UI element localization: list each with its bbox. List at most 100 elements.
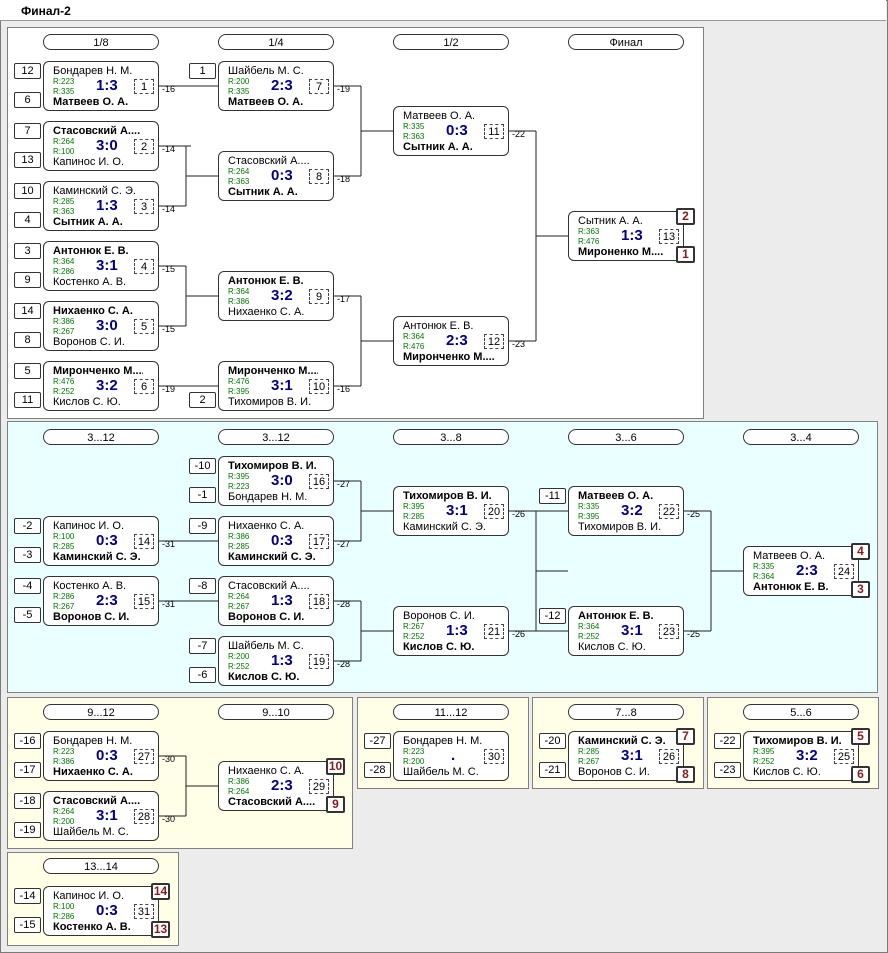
seed-top[interactable]: -27 — [364, 733, 391, 749]
round-label-1-4: 1/4 — [218, 34, 334, 50]
match-number: 22 — [659, 504, 679, 519]
seed-bottom[interactable]: -23 — [714, 762, 741, 778]
seed-bottom[interactable]: 9 — [14, 272, 41, 288]
round-label-3-12-b: 3...12 — [218, 429, 334, 445]
seed-top[interactable]: -16 — [14, 733, 41, 749]
seed-bottom[interactable]: -17 — [14, 762, 41, 778]
seed-bottom[interactable]: -3 — [14, 547, 41, 563]
seed-bottom[interactable]: 8 — [14, 332, 41, 348]
seed-bottom[interactable]: -1 — [189, 487, 216, 503]
player-bottom: Сытник А. А. — [228, 186, 298, 198]
round-label-1-8: 1/8 — [43, 34, 159, 50]
rating-bottom: R:395 — [578, 512, 600, 521]
seed-top[interactable]: -12 — [539, 608, 566, 624]
seed-top[interactable]: -18 — [14, 793, 41, 809]
seed-bottom[interactable]: -28 — [364, 762, 391, 778]
seed-top[interactable]: -22 — [714, 733, 741, 749]
loser-label: -15 — [162, 264, 176, 274]
player-top: Тихомиров В. И. — [403, 490, 492, 502]
seed-top[interactable]: 7 — [14, 123, 41, 139]
seed-top[interactable]: -9 — [189, 518, 216, 534]
match-score: 3:2 — [796, 747, 818, 764]
player-top: Стасовский А.... — [228, 155, 310, 167]
seed-top[interactable]: 10 — [14, 183, 41, 199]
seed-bottom[interactable]: 13 — [14, 152, 41, 168]
round-label-3-8: 3...8 — [393, 429, 509, 445]
seed-top[interactable]: 3 — [14, 243, 41, 259]
player-top: Сытник А. А. — [578, 215, 643, 227]
rating-bottom: R:200 — [403, 757, 425, 766]
seed-bottom[interactable]: 6 — [14, 92, 41, 108]
seed-bottom[interactable]: -21 — [539, 762, 566, 778]
seed-top[interactable]: 12 — [14, 63, 41, 79]
round-label-9-12: 9...12 — [43, 704, 159, 720]
place-bottom: 3 — [851, 581, 870, 598]
seed-bottom[interactable]: -15 — [14, 917, 41, 933]
match-score: 2:3 — [796, 562, 818, 579]
match-number: 29 — [309, 779, 329, 794]
seed-top[interactable]: -2 — [14, 518, 41, 534]
seed-bottom[interactable]: 2 — [189, 392, 216, 408]
match-score: 3:1 — [271, 377, 293, 394]
seed-top[interactable]: -7 — [189, 638, 216, 654]
player-top: Бондарев Н. М. — [53, 735, 133, 747]
seed-top[interactable]: -10 — [189, 458, 216, 474]
seed-bottom[interactable]: 4 — [14, 212, 41, 228]
seed-top[interactable]: -20 — [539, 733, 566, 749]
rating-bottom: R:286 — [53, 912, 75, 921]
player-top: Антонюк Е. В. — [578, 610, 654, 622]
seed-top[interactable]: 1 — [189, 63, 216, 79]
seed-top[interactable]: -11 — [539, 488, 566, 504]
seed-bottom[interactable]: -19 — [14, 822, 41, 838]
seed-bottom[interactable]: -5 — [14, 607, 41, 623]
rating-bottom: R:252 — [578, 632, 600, 641]
rating-bottom: R:386 — [53, 757, 75, 766]
player-top: Стасовский А.... — [53, 125, 141, 137]
loser-label: -15 — [162, 324, 176, 334]
match-number: 28 — [134, 809, 154, 824]
seed-bottom[interactable]: 11 — [14, 392, 41, 408]
seed-top[interactable]: -14 — [14, 888, 41, 904]
rating-bottom: R:386 — [228, 297, 250, 306]
seed-bottom[interactable]: -6 — [189, 667, 216, 683]
seed-top[interactable]: -4 — [14, 578, 41, 594]
seed-top[interactable]: 14 — [14, 303, 41, 319]
rating-bottom: R:267 — [53, 602, 75, 611]
rating-bottom: R:476 — [578, 237, 600, 246]
match-number: 18 — [309, 594, 329, 609]
seed-top[interactable]: 5 — [14, 363, 41, 379]
place-bottom: 13 — [151, 921, 170, 938]
seed-top[interactable]: -8 — [189, 578, 216, 594]
